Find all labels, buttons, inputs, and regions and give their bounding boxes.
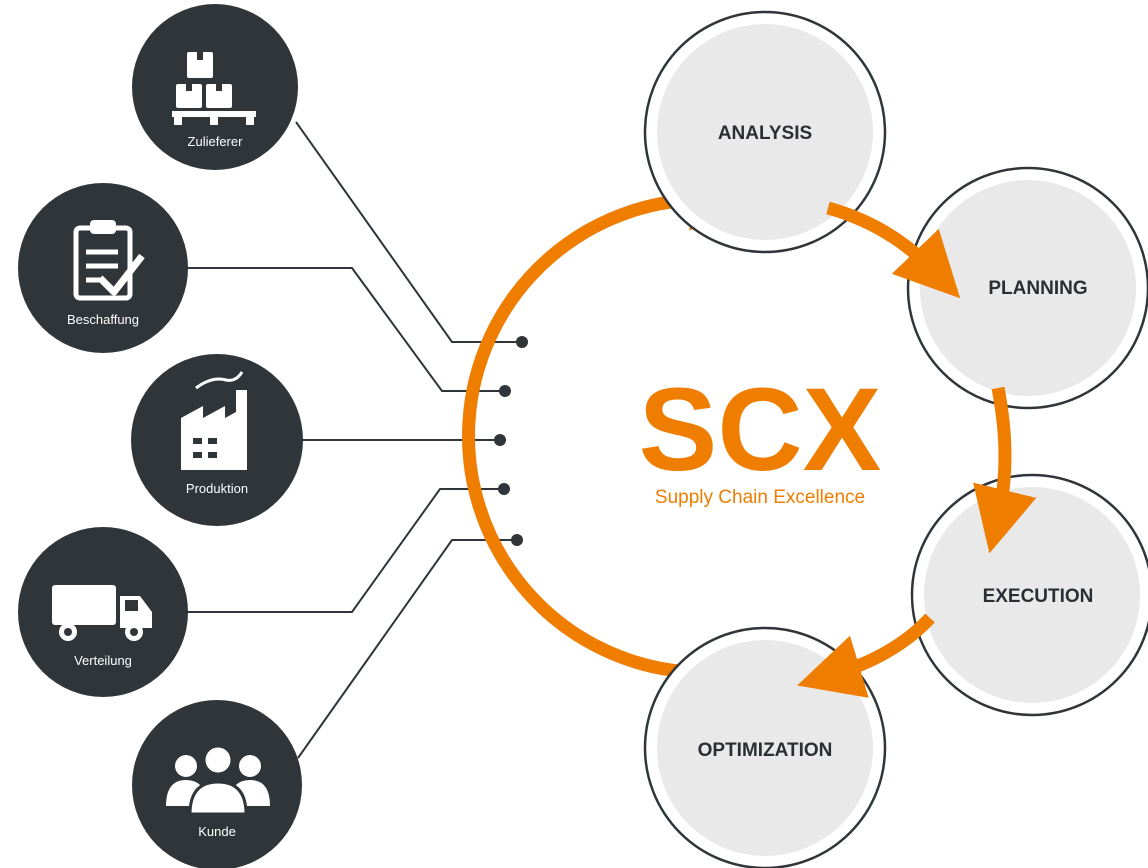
- hub-subtitle: Supply Chain Excellence: [655, 487, 865, 508]
- node-verteilung: Verteilung: [18, 527, 188, 697]
- stage-arrows: [797, 201, 1037, 698]
- node-kunde: Kunde: [132, 700, 302, 868]
- arrow-analysis-to-planning: [826, 201, 961, 299]
- stage-execution-label: EXECUTION: [983, 586, 1094, 607]
- arrow-planning-to-execution: [973, 386, 1037, 554]
- hub-title: SCX: [639, 364, 882, 496]
- connector-dot: [511, 534, 523, 546]
- connector-kunde: [297, 539, 517, 759]
- connector-dot: [498, 483, 510, 495]
- cycle-arc: [462, 165, 757, 679]
- stage-optimization-label: OPTIMIZATION: [698, 740, 833, 761]
- node-produktion-label: Produktion: [186, 481, 248, 496]
- connector-dot: [499, 385, 511, 397]
- connector-zulieferer: [295, 121, 522, 343]
- stage-analysis-label: ANALYSIS: [718, 123, 812, 144]
- stage-planning-label: PLANNING: [988, 278, 1087, 299]
- node-beschaffung-label: Beschaffung: [67, 312, 139, 327]
- node-produktion: Produktion: [131, 354, 303, 526]
- clipboard-check-icon: [73, 220, 145, 301]
- arrow-execution-to-optimization: [797, 613, 935, 698]
- pallet-boxes-icon: [172, 52, 256, 125]
- stage-planning: PLANNING: [906, 166, 1148, 410]
- node-verteilung-label: Verteilung: [74, 653, 132, 668]
- node-zulieferer-label: Zulieferer: [188, 134, 244, 149]
- stage-analysis: ANALYSIS: [643, 10, 887, 254]
- node-kunde-label: Kunde: [198, 824, 236, 839]
- node-zulieferer: Zulieferer: [132, 4, 298, 170]
- connector-lines: [186, 121, 528, 759]
- delivery-truck-icon: [52, 585, 152, 641]
- connector-dot: [494, 434, 506, 446]
- node-beschaffung: Beschaffung: [18, 183, 188, 353]
- factory-icon: [181, 371, 247, 470]
- stage-execution: EXECUTION: [910, 473, 1148, 717]
- customer-group-icon: [166, 744, 270, 816]
- connector-dot: [516, 336, 528, 348]
